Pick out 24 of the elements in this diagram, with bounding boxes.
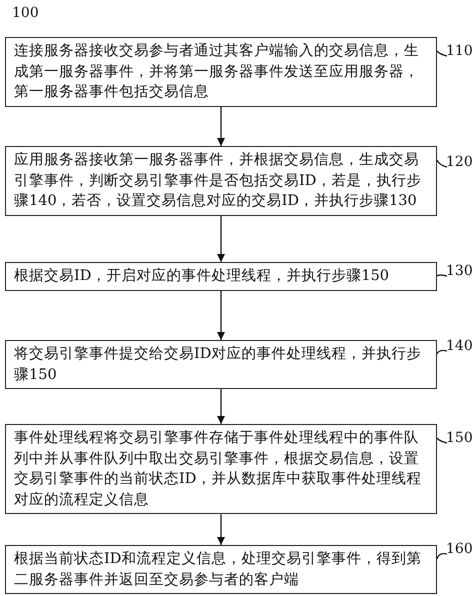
arrow [217, 389, 225, 424]
process-box: 连接服务器接收交易参与者通过其客户端输入的交易信息，生成第一服务器事件，并将第一服务器事件发送至应用服务器，第一服务器事件包括交易信息 [5, 37, 437, 107]
step-number: 160 [446, 542, 473, 556]
figure-number: 100 [12, 6, 39, 20]
leader-line [436, 50, 448, 57]
process-box: 应用服务器接收第一服务器事件，并根据交易信息，生成交易引擎事件，判断交易引擎事件是否包括交易ID，若是，执行步骤140，若否，设置交易信息对应的交易ID，并执行步骤130 [5, 146, 437, 216]
leader-line [436, 350, 448, 354]
step-number: 130 [446, 264, 473, 278]
process-box: 将交易引擎事件提交给交易ID对应的事件处理线程，并执行步骤150 [5, 340, 437, 390]
process-box: 根据交易ID，开启对应的事件处理线程，并执行步骤150 [5, 262, 437, 291]
step-number: 110 [446, 44, 473, 58]
leader-line [436, 552, 448, 560]
arrow [217, 216, 225, 262]
arrow [217, 106, 225, 146]
process-box: 事件处理线程将交易引擎事件存储于事件处理线程中的事件队列中并从事件队列中取出交易引擎事件，根据交易信息，设置交易引擎事件的当前状态ID，并从数据库中获取事件处理线程对应的流程定义信息 [5, 424, 437, 514]
leader-line [436, 438, 448, 444]
leader-line [436, 160, 448, 168]
step-number: 140 [446, 339, 473, 353]
leader-line [436, 274, 448, 277]
arrow [217, 514, 225, 545]
step-number: 120 [446, 155, 473, 169]
arrow [217, 290, 225, 340]
process-box: 根据当前状态ID和流程定义信息，处理交易引擎事件，得到第二服务器事件并返回至交易参与者的客户端 [5, 545, 437, 594]
step-number: 150 [446, 431, 473, 445]
